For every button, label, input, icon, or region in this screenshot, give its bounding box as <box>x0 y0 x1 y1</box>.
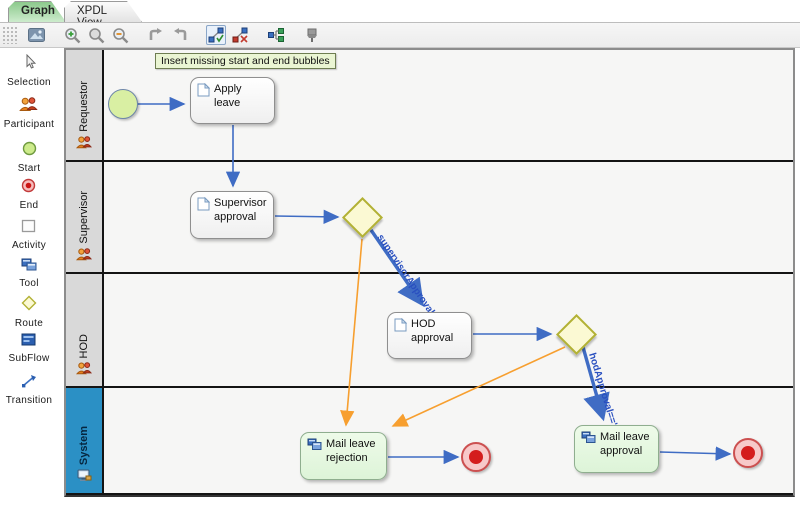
tab-graph[interactable]: Graph <box>8 1 66 22</box>
system-icon <box>77 469 92 487</box>
lane-supervisor: Supervisor <box>66 162 793 274</box>
palette-item-tool[interactable]: Tool <box>19 258 39 289</box>
image-icon[interactable] <box>26 25 46 45</box>
tool-icon <box>307 438 322 456</box>
activity-icon <box>21 219 36 238</box>
node-hod-approval[interactable]: HOD approval <box>387 312 472 359</box>
node-apply-leave[interactable]: Apply leave <box>190 77 275 124</box>
redo-icon[interactable] <box>170 25 190 45</box>
pushpin-icon[interactable] <box>302 25 322 45</box>
node-label: Mail leave rejection <box>326 438 376 464</box>
node-mail-leave-approval[interactable]: Mail leave approval <box>574 425 659 473</box>
palette-label: Start <box>17 163 41 174</box>
end-icon <box>21 178 36 198</box>
lane-header-requestor[interactable]: Requestor <box>66 50 104 160</box>
participant-icon <box>75 362 93 380</box>
end-dot <box>469 450 483 464</box>
node-mail-leave-rejection[interactable]: Mail leave rejection <box>300 432 387 480</box>
node-label: Supervisor approval <box>214 197 267 223</box>
palette-label: SubFlow <box>8 353 50 364</box>
participant-icon <box>75 248 93 266</box>
end-dot <box>741 446 755 460</box>
participant-icon <box>19 97 39 117</box>
lane-header-system[interactable]: System <box>66 388 104 493</box>
palette-label: Participant <box>3 119 55 130</box>
graph-check-icon[interactable] <box>206 25 226 45</box>
workflow-canvas[interactable]: Requestor Supervisor HOD System <box>64 48 795 497</box>
document-icon <box>197 82 211 102</box>
tool-palette: Selection Participant Start End Activity… <box>0 48 58 506</box>
subflow-icon <box>21 333 36 351</box>
palette-label: Route <box>14 318 44 329</box>
document-icon <box>197 196 211 216</box>
palette-label: End <box>19 200 39 211</box>
palette-item-start[interactable]: Start <box>18 141 41 174</box>
nodes-layer: Insert missing start and end bubbles App… <box>66 50 793 495</box>
node-label: Mail leave approval <box>600 431 650 457</box>
palette-item-selection[interactable]: Selection <box>7 53 51 88</box>
palette-label: Tool <box>19 278 39 289</box>
tab-xpdl-view[interactable]: XPDL View <box>64 1 142 22</box>
grip-handle[interactable] <box>2 26 18 44</box>
graph-remove-icon[interactable] <box>230 25 250 45</box>
tab-bar: Graph XPDL View <box>0 0 800 22</box>
palette-item-activity[interactable]: Activity <box>12 219 46 251</box>
tool-icon <box>21 258 37 276</box>
palette-item-participant[interactable]: Participant <box>4 97 55 130</box>
end-bubble-approval[interactable] <box>733 438 763 468</box>
magnifier-icon[interactable] <box>86 25 106 45</box>
lane-header-hod[interactable]: HOD <box>66 274 104 386</box>
zoom-out-icon[interactable] <box>110 25 130 45</box>
participant-icon <box>75 136 93 154</box>
route-node-supervisor[interactable] <box>341 196 384 239</box>
palette-item-subflow[interactable]: SubFlow <box>8 333 49 364</box>
palette-item-end[interactable]: End <box>20 178 39 211</box>
selection-icon <box>22 53 37 75</box>
transition-icon <box>21 374 37 393</box>
zoom-in-icon[interactable] <box>62 25 82 45</box>
palette-label: Selection <box>7 77 51 88</box>
palette-label: Activity <box>11 240 47 251</box>
route-icon <box>21 295 37 316</box>
palette-label: Transition <box>5 395 53 406</box>
document-icon <box>394 317 408 337</box>
undo-icon[interactable] <box>146 25 166 45</box>
node-label: HOD approval <box>411 318 454 344</box>
start-icon <box>22 141 37 161</box>
node-supervisor-approval[interactable]: Supervisor approval <box>190 191 274 239</box>
node-label: Apply leave <box>214 83 242 109</box>
lane-header-supervisor[interactable]: Supervisor <box>66 162 104 272</box>
toolbar <box>0 22 800 48</box>
tool-icon <box>581 431 596 449</box>
end-bubble-rejection[interactable] <box>461 442 491 472</box>
route-node-hod[interactable] <box>555 313 598 356</box>
palette-item-transition[interactable]: Transition <box>6 374 53 406</box>
layout-tree-icon[interactable] <box>266 25 286 45</box>
canvas-tooltip: Insert missing start and end bubbles <box>155 53 336 69</box>
start-bubble[interactable] <box>108 89 138 119</box>
palette-item-route[interactable]: Route <box>15 295 43 329</box>
